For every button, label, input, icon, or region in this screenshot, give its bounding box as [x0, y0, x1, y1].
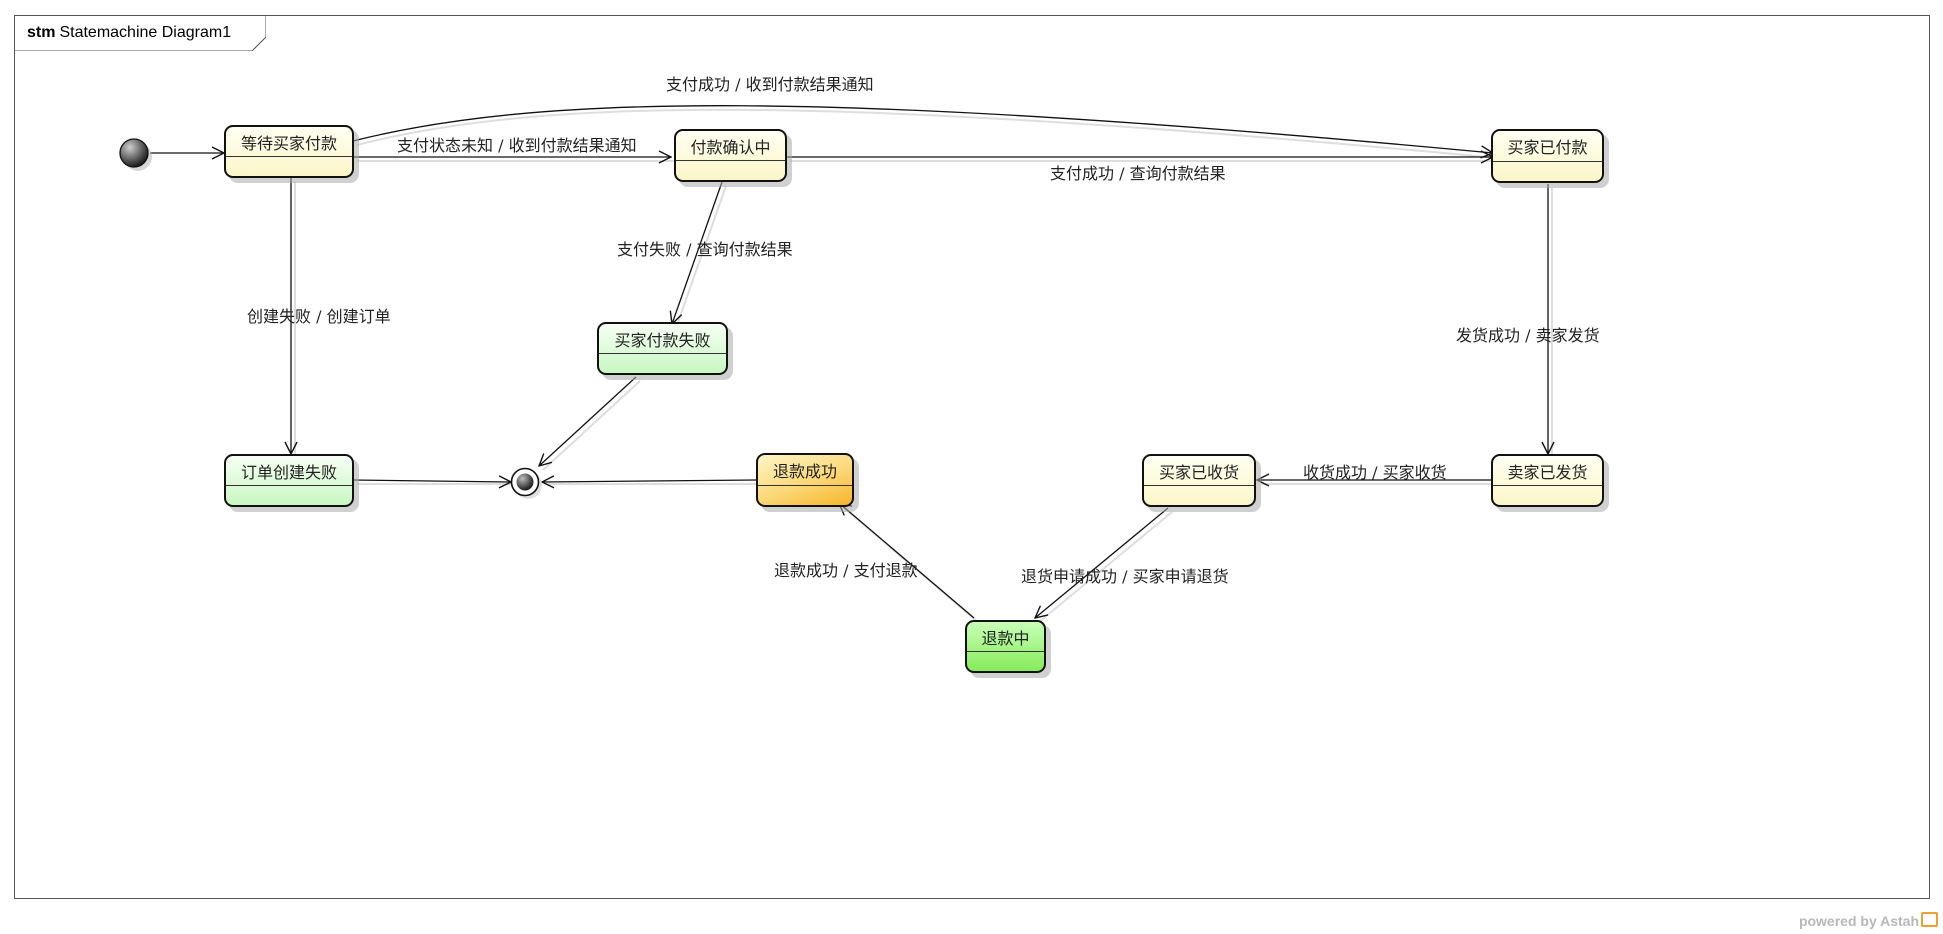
label-received: 收货成功 / 买家收货	[1303, 463, 1447, 482]
label-refund-paid: 退款成功 / 支付退款	[774, 561, 918, 580]
transitions	[150, 105, 1548, 619]
state-divider	[1493, 485, 1602, 487]
label-return-applied: 退货申请成功 / 买家申请退货	[1021, 567, 1229, 586]
state-divider	[758, 485, 852, 486]
label-paid-query: 支付成功 / 查询付款结果	[1050, 164, 1226, 183]
state-divider	[226, 156, 352, 158]
transition-failed-query	[672, 181, 723, 324]
state-label: 付款确认中	[690, 137, 771, 157]
final-state	[510, 467, 542, 499]
state-seller-shipped[interactable]: 卖家已发货	[1491, 454, 1604, 507]
diagram-frame	[14, 15, 1930, 899]
transition-payfail-final	[539, 376, 637, 466]
state-refunding[interactable]: 退款中	[965, 620, 1046, 673]
transition-return-applied	[1035, 507, 1169, 618]
transition-refund-final	[542, 480, 757, 482]
frame-tab-shape	[14, 15, 266, 51]
state-buyer-received[interactable]: 买家已收货	[1142, 454, 1256, 507]
state-payment-failed[interactable]: 买家付款失败	[597, 322, 728, 375]
state-label: 等待买家付款	[240, 133, 337, 153]
label-paid-notify: 支付成功 / 收到付款结果通知	[666, 75, 874, 94]
label-shipped: 发货成功 / 卖家发货	[1456, 326, 1600, 345]
transition-refund-paid	[839, 503, 975, 619]
state-buyer-paid[interactable]: 买家已付款	[1491, 129, 1604, 183]
frame-name: Statemachine Diagram1	[59, 24, 232, 41]
initial-pseudostate	[119, 138, 152, 171]
edge-shadows	[294, 108, 1553, 623]
state-divider	[1144, 485, 1254, 487]
watermark-text: powered by Astah	[1798, 913, 1919, 929]
label-unknown-notify: 支付状态未知 / 收到付款结果通知	[397, 136, 637, 155]
state-label: 买家付款失败	[614, 330, 711, 350]
state-label: 买家已付款	[1507, 138, 1588, 157]
astah-logo-icon	[1921, 912, 1938, 927]
state-divider	[967, 651, 1044, 653]
state-refund-success[interactable]: 退款成功	[756, 453, 854, 507]
frame-keyword: stm	[27, 24, 56, 41]
label-failed-query: 支付失败 / 查询付款结果	[617, 240, 793, 259]
state-label: 退款成功	[772, 462, 837, 481]
state-divider	[226, 485, 352, 487]
state-label: 订单创建失败	[240, 462, 337, 482]
state-payment-confirming[interactable]: 付款确认中	[674, 129, 787, 182]
state-divider	[676, 160, 785, 162]
state-label: 卖家已发货	[1507, 462, 1588, 482]
state-label: 退款中	[981, 628, 1030, 648]
state-divider	[599, 353, 726, 355]
watermark: powered by Astah	[1799, 912, 1938, 929]
state-divider	[1493, 161, 1602, 162]
state-label: 买家已收货	[1158, 462, 1239, 482]
transition-orderfail-final	[352, 480, 511, 482]
state-awaiting-payment[interactable]: 等待买家付款	[224, 125, 354, 178]
state-order-creation-failed[interactable]: 订单创建失败	[224, 454, 354, 507]
transition-paid-notify	[352, 105, 1493, 153]
label-create-failed: 创建失败 / 创建订单	[247, 307, 391, 326]
